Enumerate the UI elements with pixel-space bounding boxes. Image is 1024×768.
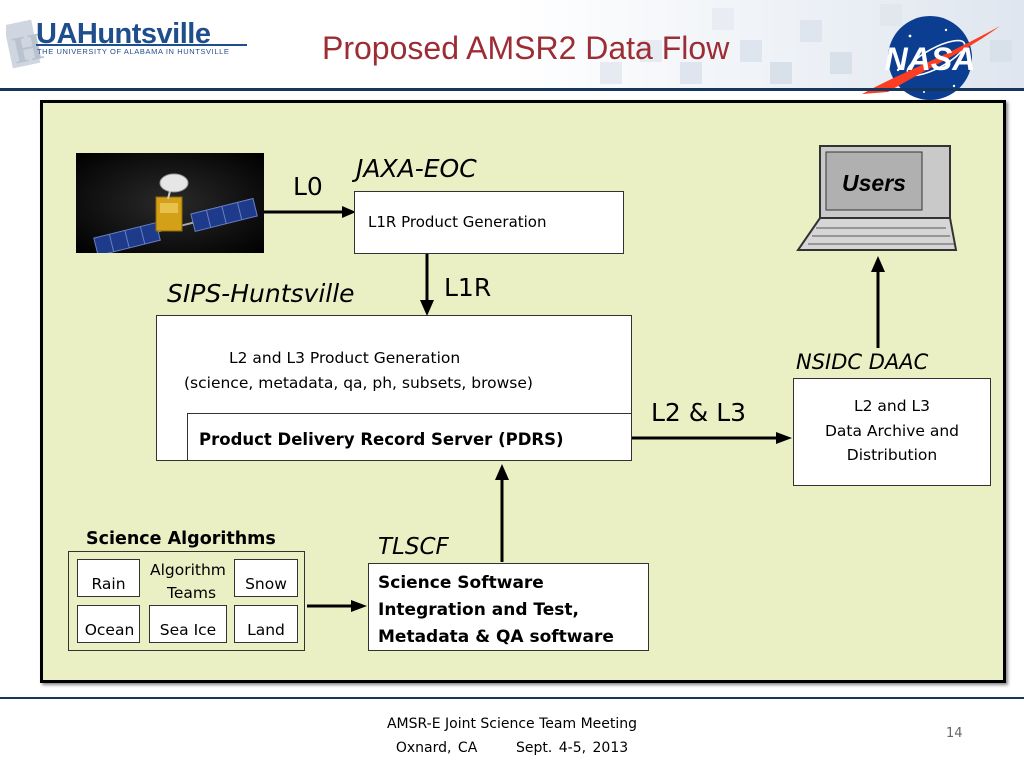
tlscf-box: Science Software Integration and Test, M… [368,563,649,651]
nasa-logo-text: NASA [885,41,976,77]
algorithm-teams-line1: Algorithm [150,561,226,579]
team-sea-ice-label: Sea Ice [159,621,217,639]
l1r-label: L1R [444,273,492,302]
team-ocean: Ocean [77,605,140,643]
l0-label: L0 [293,172,323,201]
team-land: Land [234,605,298,643]
tlscf-box-line2: Integration and Test, [378,600,579,620]
footer-line2: Oxnard, CA Sept. 4-5, 2013 [395,740,629,756]
page-number: 14 [946,726,963,741]
tlscf-box-line3: Metadata & QA software [378,627,614,647]
algorithm-teams-line2: Teams [167,584,217,602]
l1r-generation-box: L1R Product Generation [354,191,624,254]
science-algorithms-title: Science Algorithms [86,529,276,549]
l2l3-arrow [632,432,792,444]
slide-title: Proposed AMSR2 Data Flow [322,30,730,66]
team-sea-ice: Sea Ice [149,605,227,643]
pdrs-box: Product Delivery Record Server (PDRS) [187,413,632,461]
tlscf-label: TLSCF [378,534,449,560]
team-rain-label: Rain [91,575,126,593]
l0-arrow [264,206,356,218]
science-algorithms-group [68,551,305,651]
l1r-generation-text: L1R Product Generation [368,213,547,231]
l2l3-generation-line1: L2 and L3 Product Generation [229,349,461,367]
footer-rule [0,697,1024,699]
l1r-arrow [420,254,434,316]
nasa-logo: NASA [862,16,1000,100]
header-rule [0,88,1024,91]
pdrs-text: Product Delivery Record Server (PDRS) [199,430,564,449]
team-rain: Rain [77,559,140,597]
algorithms-arrow [307,600,367,612]
nsidc-box-line3: Distribution [846,446,938,464]
team-snow-label: Snow [245,575,287,593]
tlscf-box-line1: Science Software [378,573,544,593]
nsidc-box-line2: Data Archive and [824,422,960,440]
logo-subtitle: THE UNIVERSITY OF ALABAMA IN HUNTSVILLE [37,47,230,56]
team-land-label: Land [247,621,285,639]
team-snow: Snow [234,559,298,597]
satellite-image [76,153,264,253]
users-laptop-icon [796,145,958,251]
uah-logo: H [6,19,47,70]
jaxa-label: JAXA-EOC [356,154,477,183]
l2l3-generation-line2: (science, metadata, qa, ph, subsets, bro… [184,374,533,392]
l2l3-flow-label: L2 & L3 [651,398,747,427]
team-ocean-label: Ocean [84,621,135,639]
tlscf-arrow [495,464,509,562]
users-arrow [871,256,885,348]
nsidc-label: NSIDC DAAC [796,350,929,374]
footer-line1: AMSR-E Joint Science Team Meeting [386,716,638,732]
sips-label: SIPS-Huntsville [167,279,355,308]
nsidc-box-line1: L2 and L3 [853,397,930,415]
header-band: H UAHuntsville THE UNIVERSITY OF ALABAMA… [0,0,1024,100]
users-label: Users [842,170,906,196]
nsidc-box: L2 and L3 Data Archive and Distribution [793,378,991,486]
logo-rule [36,44,247,46]
